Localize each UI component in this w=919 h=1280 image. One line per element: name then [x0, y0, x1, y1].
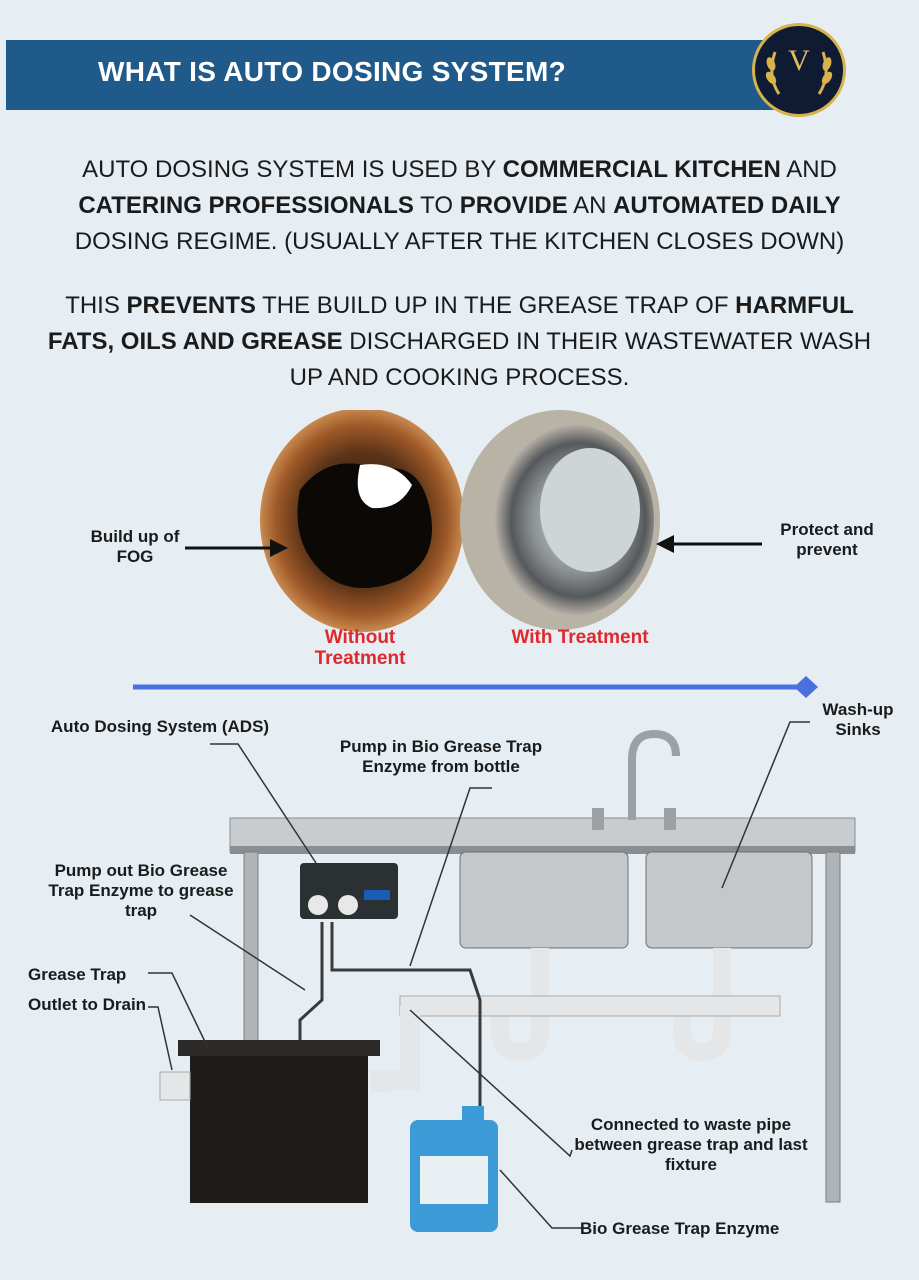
p2-text: DISCHARGED IN THEIR WASTEWATER WASH UP A… — [289, 328, 872, 391]
p2-bold: HARMFUL FATS, OILS AND GREASE — [47, 292, 854, 355]
ads-label: Auto Dosing System (ADS) — [50, 717, 270, 736]
wash-sinks-label: Wash-up Sinks — [822, 700, 894, 739]
with-treatment-label: With Treatment — [511, 627, 649, 648]
pump-out-label: Pump out Bio Grease Trap Enzyme to greas… — [48, 861, 234, 920]
p1-text: AUTO DOSING SYSTEM IS USED BY — [82, 156, 503, 183]
p1-text: TO — [413, 192, 460, 219]
right-arrow-head — [656, 535, 674, 553]
sink-basin — [645, 851, 813, 949]
outlet-pipe — [159, 1071, 191, 1101]
grease-trap — [190, 1045, 368, 1203]
pipe-comparison-graphic — [133, 410, 818, 698]
build-up-label: Build up of FOG — [90, 527, 180, 566]
logo-letter: V — [788, 44, 810, 77]
outlet-label: Outlet to Drain — [28, 995, 147, 1014]
p1-text: AN — [567, 192, 614, 219]
p1-bold: COMMERCIAL KITCHEN — [502, 156, 781, 183]
p1-text: DOSING REGIME. (USUALLY AFTER THE KITCHE… — [74, 228, 845, 255]
connected-label: Connected to waste pipe between grease t… — [574, 1115, 808, 1174]
header-banner — [6, 40, 786, 110]
prevention-paragraph: THIS PREVENTS THE BUILD UP IN THE GREASE… — [20, 288, 899, 396]
rusty-pipe-image — [260, 410, 464, 632]
p1-text: AND — [780, 156, 837, 183]
page-title: WHAT IS AUTO DOSING SYSTEM? — [98, 56, 567, 87]
brand-logo: V — [752, 23, 846, 117]
protect-label: Protect and prevent — [780, 520, 874, 559]
p2-text: THIS — [65, 292, 127, 319]
laurel-icon — [765, 51, 833, 95]
faucet — [628, 729, 680, 820]
sink-basin — [459, 851, 629, 949]
p2-text: THE BUILD UP IN THE GREASE TRAP OF — [255, 292, 736, 319]
enzyme-label: Bio Grease Trap Enzyme — [580, 1219, 780, 1238]
clean-pipe-image — [460, 410, 660, 630]
dosing-diagram — [148, 721, 856, 1232]
divider-diamond — [794, 676, 818, 698]
waste-pipe — [399, 995, 781, 1017]
p2-bold: PREVENTS — [126, 292, 256, 319]
p1-bold: CATERING PROFESSIONALS — [78, 192, 414, 219]
left-arrow-head — [270, 539, 288, 557]
grease-trap-label: Grease Trap — [28, 965, 127, 984]
intro-paragraph: AUTO DOSING SYSTEM IS USED BY COMMERCIAL… — [20, 152, 899, 260]
pump-in-label: Pump in Bio Grease Trap Enzyme from bott… — [339, 737, 543, 776]
counter-leg — [825, 851, 841, 1203]
p1-bold: PROVIDE — [459, 192, 568, 219]
p1-bold: AUTOMATED DAILY — [613, 192, 841, 219]
without-treatment-label: Without Treatment — [314, 627, 406, 669]
